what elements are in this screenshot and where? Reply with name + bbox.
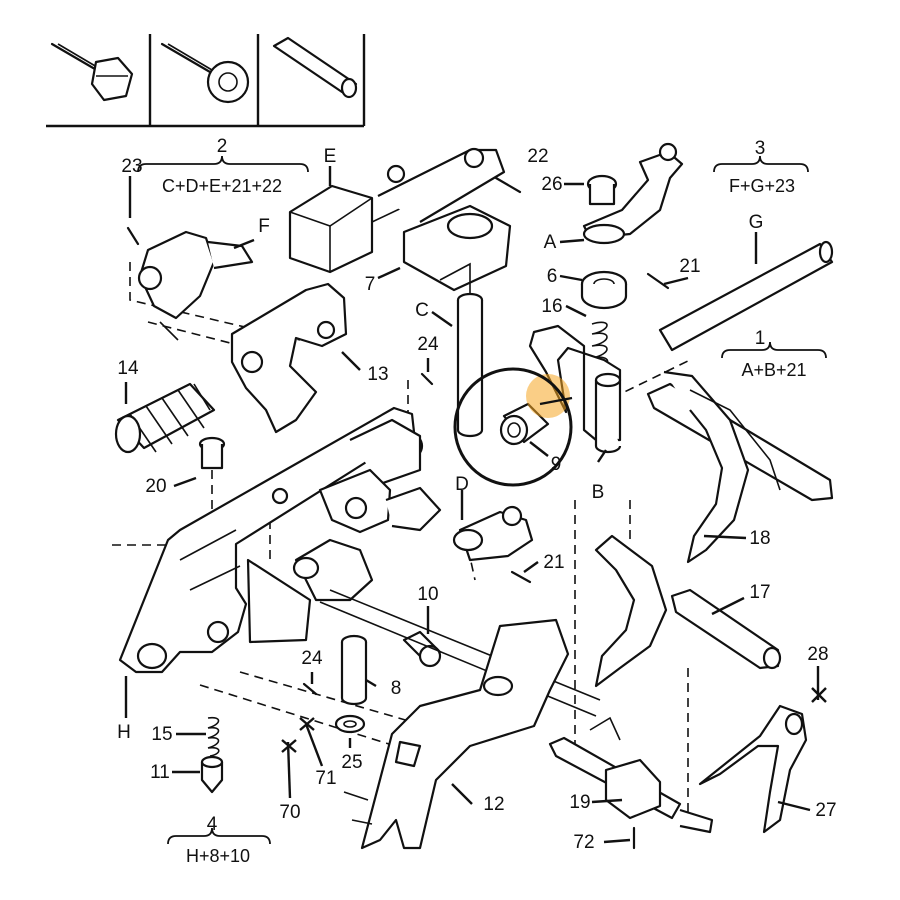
part-14-spring [114, 382, 216, 454]
label-24-upper: 24 [417, 334, 439, 355]
part-26-plug [586, 174, 618, 206]
label-20: 20 [145, 476, 166, 497]
label-70: 70 [279, 802, 300, 823]
highlight-circle [453, 367, 573, 487]
part-D-lever [452, 505, 534, 562]
part-labels: 1 2 3 4 6 7 8 9 10 11 12 13 14 15 16 17 … [117, 136, 836, 853]
label-22: 22 [527, 146, 548, 167]
part-21-pin-upper [646, 272, 670, 290]
group-3-label: F+G+23 [729, 176, 795, 196]
part-24-pin-lower [302, 682, 318, 696]
group-braces [137, 155, 827, 845]
label-10: 10 [417, 584, 438, 605]
part-18-shift-fork [646, 370, 834, 564]
label-8: 8 [391, 678, 402, 699]
label-13: 13 [367, 364, 388, 385]
label-21-lower: 21 [543, 552, 564, 573]
label-24-lower: 24 [301, 648, 323, 669]
label-D: D [455, 474, 469, 495]
part-7-selector-lever [377, 147, 512, 294]
label-28: 28 [807, 644, 828, 665]
highlight-marker [526, 374, 570, 418]
label-6: 6 [547, 266, 558, 287]
label-23: 23 [121, 156, 142, 177]
part-C-shaft [456, 292, 484, 438]
label-G: G [749, 212, 764, 233]
part-22-pin [494, 176, 522, 194]
part-19-shaft-assembly [548, 716, 714, 834]
label-4: 4 [207, 814, 218, 835]
group-labels: C+D+E+21+22 F+G+23 A+B+21 H+8+10 [162, 176, 807, 866]
part-E-interlock-block [288, 184, 411, 274]
label-18: 18 [749, 528, 770, 549]
label-H: H [117, 722, 131, 743]
label-17: 17 [749, 582, 770, 603]
group-1-label: A+B+21 [741, 360, 806, 380]
label-9: 9 [551, 454, 562, 475]
part-13-guide-bracket [230, 282, 348, 434]
group-2-label: C+D+E+21+22 [162, 176, 282, 196]
part-25-circlip [334, 714, 366, 734]
label-25: 25 [341, 752, 362, 773]
part-16-spring [591, 321, 609, 369]
flange-bolt-icon [50, 42, 134, 102]
part-8-guide-bush [340, 634, 368, 706]
label-A: A [544, 232, 557, 253]
label-11: 11 [150, 762, 170, 783]
label-B: B [592, 482, 605, 503]
part-11-plunger [200, 755, 224, 794]
fastener-inset [46, 34, 366, 128]
part-10-bushing [402, 630, 442, 668]
label-26: 26 [541, 174, 562, 195]
label-E: E [324, 146, 337, 167]
label-27: 27 [815, 800, 836, 821]
label-12: 12 [483, 794, 504, 815]
part-24-pin-upper [420, 372, 434, 386]
torx-bolt-icon [160, 42, 250, 104]
part-H-housing [118, 406, 424, 674]
part-23-selector-finger [126, 226, 254, 341]
label-C: C [415, 300, 429, 321]
label-19: 19 [569, 792, 590, 813]
part-15-spring [207, 716, 220, 757]
label-16: 16 [541, 296, 562, 317]
roll-pin-icon [272, 36, 358, 99]
label-F: F [258, 216, 270, 237]
leader-lines [124, 166, 827, 844]
label-14: 14 [117, 358, 139, 379]
shift-linkage [292, 468, 442, 602]
label-3: 3 [755, 138, 766, 159]
part-12-gate-plate [343, 618, 570, 850]
label-7: 7 [365, 274, 376, 295]
label-2: 2 [217, 136, 228, 157]
label-1: 1 [755, 328, 766, 349]
part-27-shift-fork [698, 704, 808, 834]
part-17-shift-fork [594, 534, 782, 688]
label-71: 71 [315, 768, 336, 789]
part-6-bushing [580, 270, 628, 310]
part-G-selector-rod [658, 240, 834, 352]
group-4-label: H+8+10 [186, 846, 250, 866]
part-A-selector-arm [582, 142, 684, 245]
label-72: 72 [573, 832, 594, 853]
part-20-pin [198, 436, 226, 470]
label-15: 15 [151, 724, 172, 745]
label-21-upper: 21 [679, 256, 700, 277]
part-21-pin-lower [510, 570, 532, 584]
